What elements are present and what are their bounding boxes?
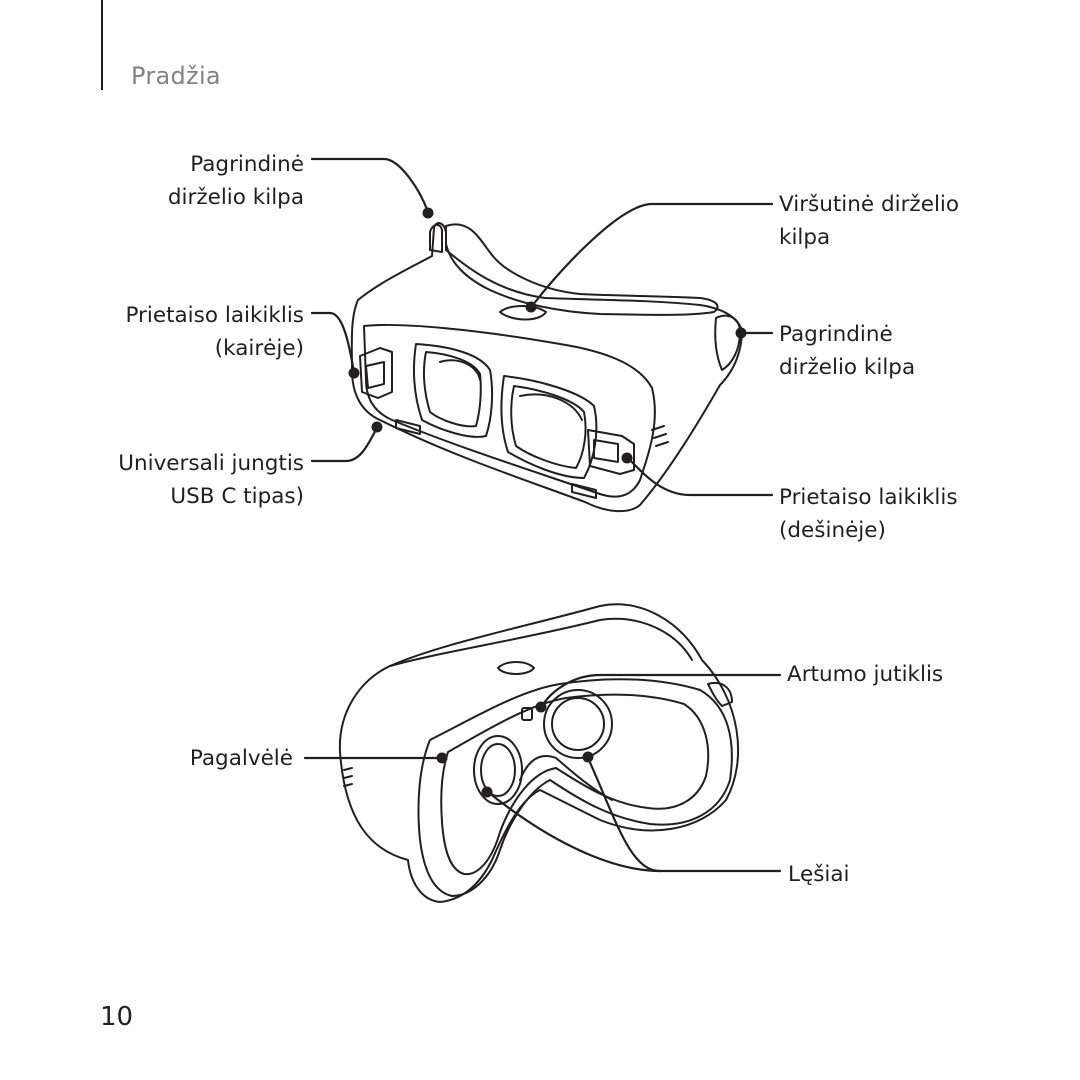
label-top-strap-loop: Viršutinė dirželio kilpa	[779, 192, 960, 250]
callout-proximity	[540, 673, 782, 708]
label-main-strap-loop-left: Pagrindinė dirželio kilpa	[167, 152, 304, 210]
proximity-sensor	[521, 707, 533, 721]
label-device-holder-right: Prietaiso laikiklis (dešinėje)	[779, 485, 958, 543]
margin-rule	[101, 0, 103, 90]
main-strap-loop-right	[714, 314, 741, 371]
main-strap-loop-left	[429, 224, 443, 253]
callout-lines-bottom	[303, 673, 782, 873]
lens-window-left	[413, 343, 494, 438]
label-main-strap-loop-right: Pagrindinė dirželio kilpa	[779, 322, 916, 380]
brow-band	[445, 223, 719, 316]
headset-front-view	[350, 222, 743, 513]
callout-lens-left	[486, 790, 662, 873]
lens-left	[473, 735, 523, 805]
label-proximity-sensor: Artumo jutiklis	[787, 662, 944, 687]
headset-outer-shell	[350, 222, 743, 513]
callout-lines-top	[310, 157, 774, 497]
focus-wheel	[497, 661, 535, 675]
device-holder-left	[359, 347, 393, 399]
callout-holder-right	[626, 456, 774, 497]
lens-right	[543, 689, 613, 759]
headset-rear-view	[338, 603, 740, 903]
callout-usb	[310, 424, 380, 463]
callout-top-strap	[530, 202, 774, 308]
callout-dots-top	[348, 207, 747, 464]
callout-holder-left	[310, 311, 356, 374]
device-holder-right	[587, 429, 635, 475]
label-cushion: Pagalvėlė	[189, 746, 293, 771]
label-lenses: Lęšiai	[788, 862, 850, 887]
callout-dots-bottom	[436, 701, 594, 798]
top-strap-loop	[499, 305, 547, 321]
callout-main-strap-left	[310, 157, 430, 214]
label-universal-connector: Universali jungtis USB C tipas)	[118, 451, 304, 509]
device-tray	[363, 323, 656, 498]
lens-window-right	[500, 375, 598, 479]
usb-connector	[395, 419, 421, 435]
face-cushion	[417, 678, 733, 897]
label-device-holder-left: Prietaiso laikiklis (kairėje)	[125, 303, 304, 361]
section-title: Pradžia	[131, 62, 221, 90]
headset-rear-shell	[338, 603, 740, 903]
page-number: 10	[100, 1002, 134, 1032]
callout-lens-right	[586, 756, 782, 873]
